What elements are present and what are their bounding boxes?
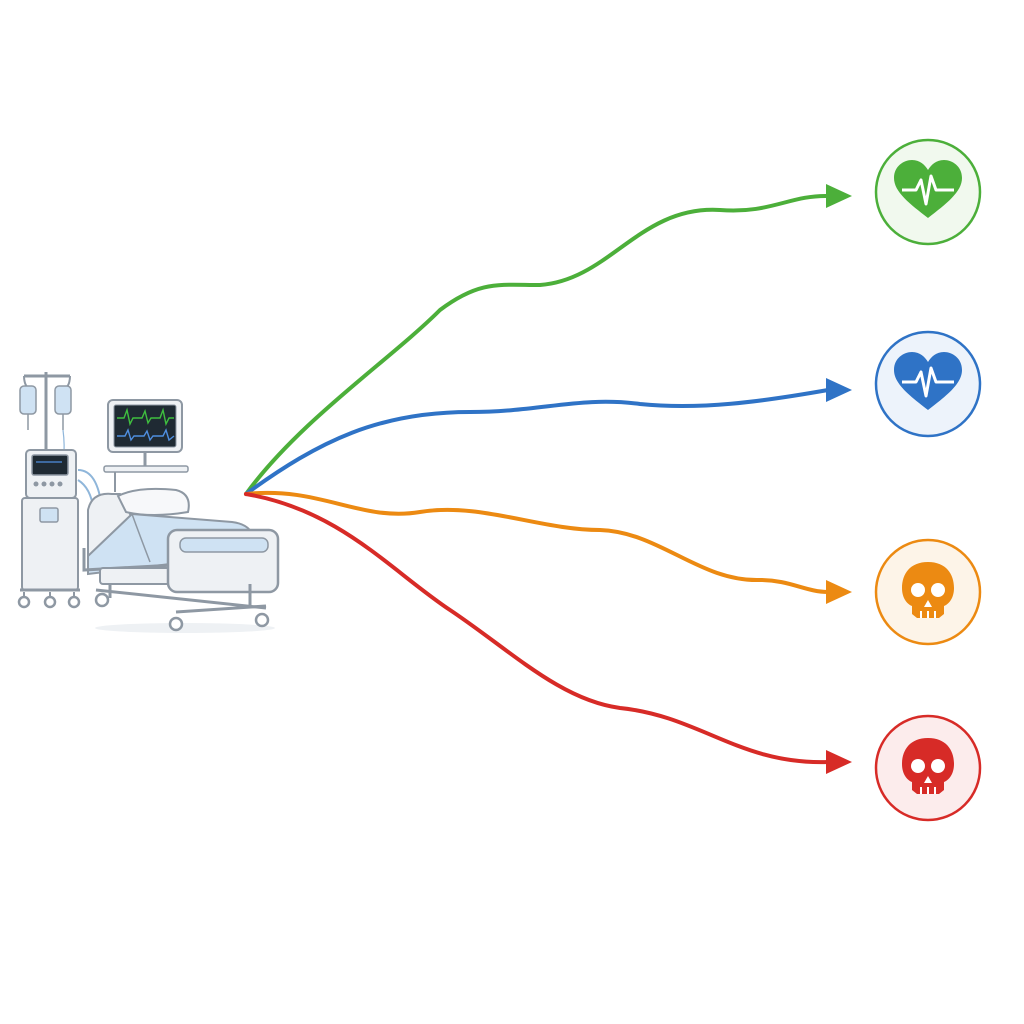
trajectory-arrow-0: [826, 184, 852, 208]
trajectory-curve-3: [244, 492, 830, 765]
trajectory-curve-2: [244, 490, 830, 594]
patient-monitor: [103, 399, 189, 492]
infusion-cart: [17, 449, 103, 609]
skull-icon: [902, 738, 954, 794]
icu-bed-illustration: [17, 372, 280, 633]
outcome-death-red-skull: [874, 714, 982, 822]
outcome-stable-heart: [874, 330, 982, 438]
trajectory-arrow-3: [826, 750, 852, 774]
skull-icon: [902, 562, 954, 618]
hospital-bed: [82, 487, 280, 633]
trajectory-arrow-1: [826, 378, 852, 402]
heart-ecg-icon: [894, 352, 962, 410]
heart-ecg-icon: [894, 160, 962, 218]
outcome-recovered-heart: [874, 138, 982, 246]
trajectory-curve-1: [244, 388, 830, 496]
trajectory-curve-0: [244, 193, 830, 496]
trajectory-arrow-2: [826, 580, 852, 604]
trajectories: [244, 184, 852, 774]
outcome-death-orange-skull: [874, 538, 982, 646]
